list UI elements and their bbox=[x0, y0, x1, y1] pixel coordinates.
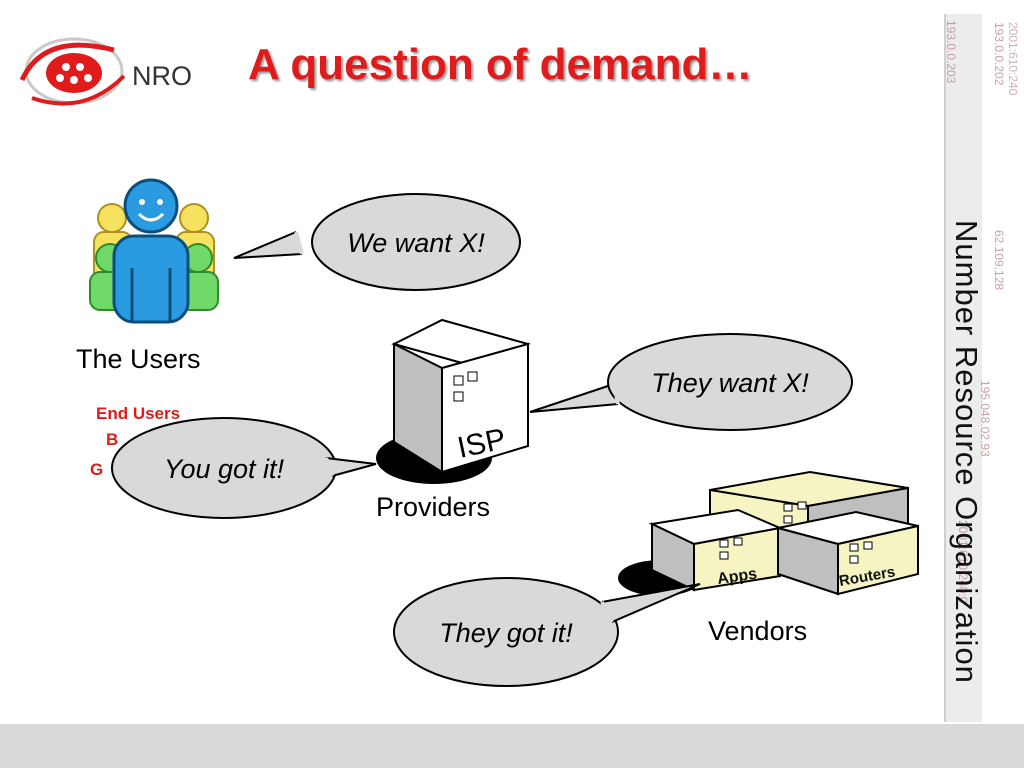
isp-building: ISP bbox=[376, 318, 531, 484]
nro-logo: NRO bbox=[19, 37, 192, 106]
hidden-label-b: B bbox=[106, 430, 119, 449]
vendors-buildings: Apps Routers bbox=[618, 470, 919, 596]
side-ip-2: 193.0.0.202 bbox=[992, 22, 1006, 86]
users-label: The Users bbox=[76, 344, 201, 374]
apps-text: Apps bbox=[716, 566, 758, 588]
users-icon bbox=[89, 178, 219, 324]
providers-reply-text: You got it! bbox=[164, 454, 285, 484]
providers-speech-bubble: They want X! bbox=[529, 333, 853, 431]
logo-text: NRO bbox=[132, 61, 192, 91]
vendors-label: Vendors bbox=[708, 616, 808, 646]
side-ip-3: 62.109.128 bbox=[992, 230, 1006, 291]
slide-title: A question of demand… bbox=[248, 40, 753, 89]
end-users-hidden-label: End Users bbox=[96, 404, 181, 423]
side-ip-strip bbox=[944, 14, 982, 722]
footer-band bbox=[0, 724, 1024, 768]
vendors-bubble-text: They got it! bbox=[439, 618, 573, 648]
side-banner-text: Number Resource Organization bbox=[949, 220, 984, 684]
providers-bubble-text: They want X! bbox=[651, 368, 809, 398]
hidden-label-g: G bbox=[90, 460, 104, 479]
vendors-speech-bubble: They got it! bbox=[393, 577, 701, 687]
providers-reply-bubble: You got it! bbox=[111, 417, 377, 519]
side-ip-6: 193.0.0.203 bbox=[944, 20, 958, 84]
users-speech-bubble: We want X! bbox=[233, 193, 521, 291]
users-bubble-text: We want X! bbox=[347, 228, 485, 258]
side-ip-1: 2001:610:240 bbox=[1006, 22, 1020, 96]
providers-label: Providers bbox=[376, 492, 491, 522]
